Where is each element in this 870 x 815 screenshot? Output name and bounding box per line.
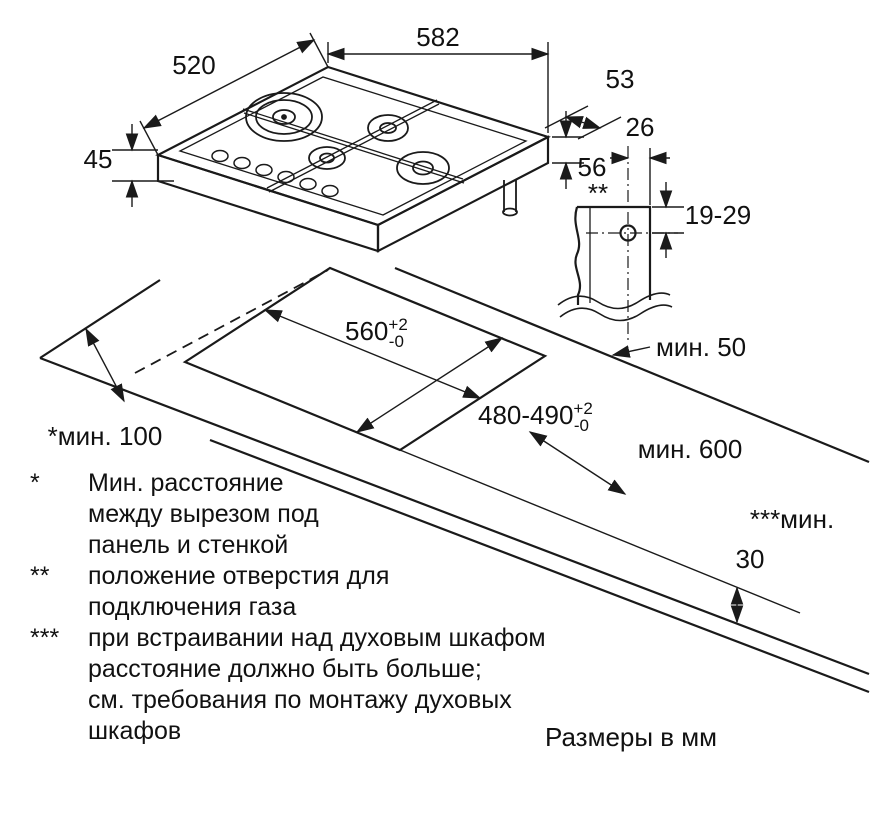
break-line bbox=[557, 292, 671, 310]
side-height-label: 56 bbox=[578, 152, 607, 182]
footnote-line: при встраивании над духовым шкафом bbox=[88, 624, 546, 652]
footnote-line: см. требования по монтажу духовых bbox=[88, 686, 512, 714]
footnote-line: шкафов bbox=[88, 717, 182, 745]
bracket-detail bbox=[557, 146, 678, 342]
worktop-back-edge bbox=[394, 266, 870, 464]
burner-medium bbox=[396, 151, 450, 185]
gas-offset-label: 53 bbox=[606, 64, 635, 94]
footnote-3-marker: *** bbox=[30, 624, 60, 652]
footnote-line: между вырезом под bbox=[88, 500, 319, 528]
gas-pipe bbox=[502, 180, 518, 217]
worktop-dimension-lines bbox=[85, 309, 801, 624]
min-worktop-depth-label: мин. 600 bbox=[638, 434, 743, 464]
hob-depth-label: 520 bbox=[172, 50, 215, 80]
min-back-clearance-label: мин. 50 bbox=[656, 332, 746, 362]
footnote-1-marker: * bbox=[30, 469, 40, 497]
hob-width-label: 582 bbox=[416, 22, 459, 52]
min-front-prefix-label: ***мин. bbox=[750, 504, 834, 534]
centerlines bbox=[586, 146, 678, 342]
footnote-line: расстояние должно быть больше; bbox=[88, 655, 482, 683]
worktop-left-edge bbox=[39, 279, 161, 359]
footnote-2-marker: ** bbox=[30, 562, 50, 590]
cutout-width-label: 560+2-0 bbox=[345, 315, 408, 351]
burner-small-front bbox=[308, 146, 346, 170]
hole-marker-label: ** bbox=[588, 178, 608, 208]
footnote-line: подключения газа bbox=[88, 593, 297, 621]
hob-height-label: 45 bbox=[84, 144, 113, 174]
hob-right-face bbox=[376, 135, 550, 253]
footnote-line: положение отверстия для bbox=[88, 562, 390, 590]
footnote-3: *** при встраивании над духовым шкафом р… bbox=[30, 623, 590, 747]
burner-small-back bbox=[367, 114, 409, 142]
worktop-front-edge-inner bbox=[209, 438, 870, 694]
cutout-opening bbox=[182, 266, 548, 452]
projection-dashed-line bbox=[134, 269, 329, 374]
footnote-2: ** положение отверстия для подключения г… bbox=[30, 561, 590, 623]
footnotes: * Мин. расстояние между вырезом под пане… bbox=[30, 468, 590, 747]
footnote-1: * Мин. расстояние между вырезом под пане… bbox=[30, 468, 590, 561]
hob-dimension-lines bbox=[112, 32, 684, 258]
footnote-line: панель и стенкой bbox=[88, 531, 289, 559]
control-knobs bbox=[211, 149, 339, 198]
cutout-depth-label: 480-490+2-0 bbox=[478, 399, 593, 435]
hole-range-label: 19-29 bbox=[685, 200, 752, 230]
footnote-line: Мин. расстояние bbox=[88, 469, 284, 497]
hole-offset-label: 26 bbox=[626, 112, 655, 142]
min-front-value-label: 30 bbox=[736, 544, 765, 574]
dimension-labels: 582 520 45 53 56 26 ** 19-29 560+2-0 480… bbox=[48, 22, 835, 574]
footnote-2-text: положение отверстия для подключения газа bbox=[88, 561, 389, 623]
break-line bbox=[559, 304, 673, 322]
hob-drawing bbox=[155, 65, 551, 253]
units-note: Размеры в мм bbox=[545, 722, 718, 752]
footnote-3-text: при встраивании над духовым шкафом расст… bbox=[88, 623, 546, 747]
footnote-1-text: Мин. расстояние между вырезом под панель… bbox=[88, 468, 319, 561]
min-left-clearance-label: *мин. 100 bbox=[48, 421, 163, 451]
